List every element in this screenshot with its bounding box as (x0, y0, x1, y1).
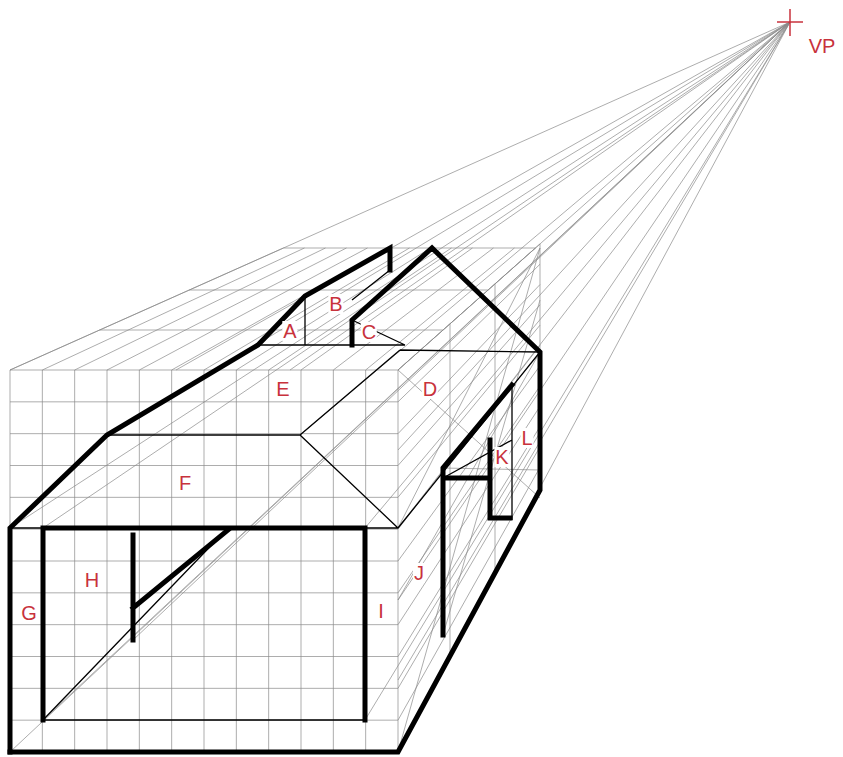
construction-line (398, 22, 790, 370)
construction-line (398, 248, 540, 528)
vanishing-point-mark (777, 9, 803, 36)
construction-line (398, 22, 790, 450)
construction-line (301, 248, 472, 370)
construction-lines (10, 22, 790, 752)
construction-line (10, 592, 398, 593)
construction-line (10, 22, 790, 370)
construction-line (398, 447, 540, 688)
house-silhouette (10, 248, 390, 752)
construction-line (398, 467, 540, 720)
construction-line (495, 284, 496, 571)
vanishing-point-label: VP (808, 36, 837, 56)
roof-edge (10, 270, 540, 528)
construction-line (43, 22, 790, 528)
part-letter: I (377, 601, 385, 621)
house-outline (10, 270, 540, 720)
door-frame (133, 530, 228, 640)
part-letter: K (494, 447, 509, 467)
construction-line (139, 248, 367, 370)
construction-line (301, 370, 302, 752)
construction-line (204, 248, 409, 370)
construction-line (10, 656, 398, 657)
part-letter: G (20, 603, 38, 623)
part-letter: L (520, 428, 533, 448)
construction-line (268, 370, 269, 752)
window-frame (443, 385, 512, 635)
part-letter: A (282, 321, 297, 341)
construction-line (107, 248, 346, 370)
construction-line (10, 688, 398, 689)
door-frame (43, 528, 365, 720)
construction-line (398, 22, 790, 600)
construction-line (10, 561, 398, 562)
house-bold (10, 248, 540, 752)
construction-line (10, 624, 398, 625)
part-letter: F (178, 473, 192, 493)
door-line (43, 528, 365, 720)
construction-line (176, 22, 790, 370)
house-silhouette (10, 248, 540, 752)
vp-cross (789, 9, 791, 36)
part-letter: C (361, 322, 377, 342)
construction-line (236, 248, 430, 370)
construction-line (283, 248, 535, 249)
part-letter: B (328, 294, 343, 314)
construction-line (365, 22, 790, 528)
construction-line (398, 248, 540, 752)
construction-line (365, 22, 790, 720)
part-letter: E (275, 379, 290, 399)
construction-line (333, 370, 334, 752)
construction-line (450, 324, 451, 655)
construction-line (398, 386, 540, 593)
part-letter: H (84, 570, 100, 590)
construction-line (290, 22, 790, 370)
construction-line (75, 248, 326, 370)
construction-line (189, 290, 488, 291)
part-letter: D (422, 379, 438, 399)
construction-line (10, 22, 790, 752)
part-letter: J (413, 563, 425, 583)
construction-line (236, 370, 237, 752)
